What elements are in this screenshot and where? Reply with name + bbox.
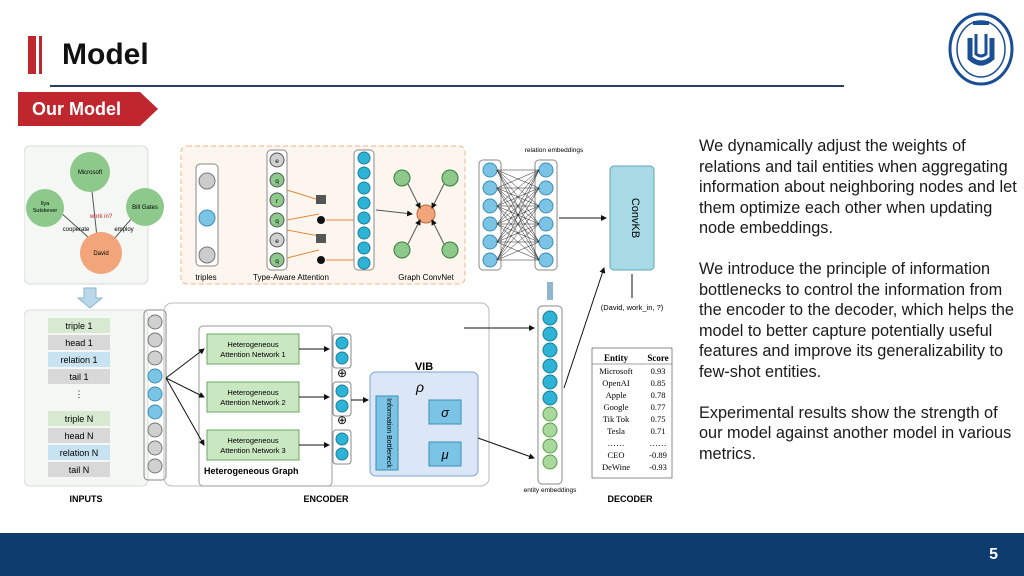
input-item-label: ⋮ <box>75 389 84 399</box>
input-item <box>48 428 110 443</box>
input-item-label: head 1 <box>65 338 93 348</box>
section-tag-arrow <box>140 92 158 126</box>
graph-node-microsoft-label: Microsoft <box>78 170 103 176</box>
table-cell: 0.75 <box>651 414 666 424</box>
han-block <box>206 333 300 365</box>
input-item-label: triple N <box>65 414 94 424</box>
graph-node-microsoft <box>70 152 110 192</box>
input-item <box>48 462 110 477</box>
paragraph-results: Experimental results show the strength o… <box>699 403 1012 463</box>
input-item-label: relation 1 <box>60 355 97 365</box>
svg-text:e: e <box>275 158 279 165</box>
table-cell: …… <box>608 438 625 448</box>
input-item <box>48 335 110 350</box>
han-block <box>206 429 300 461</box>
svg-text:ConvKB: ConvKB <box>629 198 641 238</box>
graph-node-billgates <box>126 188 164 226</box>
svg-text:triples: triples <box>195 273 216 282</box>
svg-text:q: q <box>275 258 279 265</box>
table-cell: Microsoft <box>599 366 633 376</box>
table-cell: 0.85 <box>651 378 666 388</box>
svg-text:⊕: ⊕ <box>337 366 347 380</box>
table-cell: 0.93 <box>651 366 666 376</box>
table-cell: 0.78 <box>651 390 666 400</box>
svg-text:DECODER: DECODER <box>607 494 653 504</box>
svg-text:cooperate: cooperate <box>63 227 90 233</box>
description-text: We dynamically adjust the weights of rel… <box>699 136 1019 485</box>
table-cell: Google <box>603 402 628 412</box>
section-tag: Our Model <box>18 92 140 126</box>
svg-text:Score: Score <box>647 353 668 363</box>
svg-text:(David, work_in, ?): (David, work_in, ?) <box>601 303 664 312</box>
table-cell: CEO <box>608 450 625 460</box>
svg-text:Heterogeneous Graph: Heterogeneous Graph <box>204 466 299 476</box>
table-cell: OpenAI <box>602 378 630 388</box>
model-diagram: Microsoft Ilya Sutskever Bill Gates Davi… <box>24 145 673 504</box>
input-item <box>48 445 110 460</box>
svg-text:Attention Network 1: Attention Network 1 <box>220 350 285 359</box>
svg-text:work in?: work in? <box>89 214 113 220</box>
svg-text:⊕: ⊕ <box>337 413 347 427</box>
table-cell: -0.93 <box>649 462 667 472</box>
input-item <box>48 369 110 384</box>
svg-text:μ: μ <box>440 447 448 462</box>
svg-text:Heterogeneous: Heterogeneous <box>227 388 279 397</box>
graph-node-david <box>80 232 122 274</box>
svg-text:Information Bottleneck: Information Bottleneck <box>385 398 392 468</box>
university-logo <box>948 12 1014 86</box>
svg-text:employ: employ <box>114 227 133 233</box>
svg-text:Attention Network 3: Attention Network 3 <box>220 446 285 455</box>
svg-text:entity embeddings: entity embeddings <box>524 487 578 494</box>
svg-text:q: q <box>275 178 279 185</box>
input-item <box>48 318 110 333</box>
table-cell: 0.77 <box>651 402 666 412</box>
svg-text:ρ: ρ <box>415 379 424 395</box>
table-cell: Tesla <box>607 426 625 436</box>
svg-text:Ilya: Ilya <box>41 201 51 207</box>
table-cell: -0.89 <box>649 450 667 460</box>
title-accent-bar <box>28 36 36 74</box>
svg-text:relation embeddings: relation embeddings <box>525 147 584 154</box>
svg-text:Sutskever: Sutskever <box>33 208 58 214</box>
svg-text:Entity: Entity <box>604 353 629 363</box>
page-title: Model <box>62 38 149 71</box>
page-number: 5 <box>989 546 998 563</box>
svg-text:Graph ConvNet: Graph ConvNet <box>398 273 454 282</box>
svg-text:Attention Network 2: Attention Network 2 <box>220 398 285 407</box>
svg-text:Heterogeneous: Heterogeneous <box>227 340 279 349</box>
input-item-label: triple 1 <box>65 321 92 331</box>
svg-text:Heterogeneous: Heterogeneous <box>227 436 279 445</box>
table-cell: …… <box>650 438 667 448</box>
svg-text:Type-Aware Attention: Type-Aware Attention <box>253 273 329 282</box>
paragraph-bottleneck: We introduce the principle of informatio… <box>699 260 1014 381</box>
svg-text:e: e <box>275 238 279 245</box>
input-item-label: relation N <box>60 448 99 458</box>
han-block <box>206 381 300 413</box>
graph-node-ilya <box>26 189 64 227</box>
input-item <box>48 352 110 367</box>
table-cell: Tik Tok <box>603 414 630 424</box>
graph-node-billgates-label: Bill Gates <box>132 205 158 211</box>
svg-text:ENCODER: ENCODER <box>303 494 349 504</box>
table-cell: Apple <box>606 390 627 400</box>
input-item-label: tail 1 <box>69 372 88 382</box>
inputs-list: triple 1 head 1 relation 1 tail 1 ⋮ triple N h… <box>48 318 110 477</box>
svg-text:VIB: VIB <box>415 361 433 373</box>
table-cell: 0.71 <box>651 426 666 436</box>
table-cell: DeWine <box>602 462 630 472</box>
svg-text:r: r <box>276 198 279 205</box>
input-item <box>48 411 110 426</box>
paragraph-attention: We dynamically adjust the weights of rel… <box>699 137 1017 237</box>
svg-text:σ: σ <box>441 405 450 420</box>
svg-text:q: q <box>275 218 279 225</box>
input-item-label: tail N <box>69 465 90 475</box>
svg-text:INPUTS: INPUTS <box>69 494 102 504</box>
title-accent-bar-thin <box>39 36 42 74</box>
footer-bar <box>0 533 1024 576</box>
input-item-label: head N <box>64 431 93 441</box>
title-divider <box>50 85 844 87</box>
graph-node-david-label: David <box>93 251 108 257</box>
